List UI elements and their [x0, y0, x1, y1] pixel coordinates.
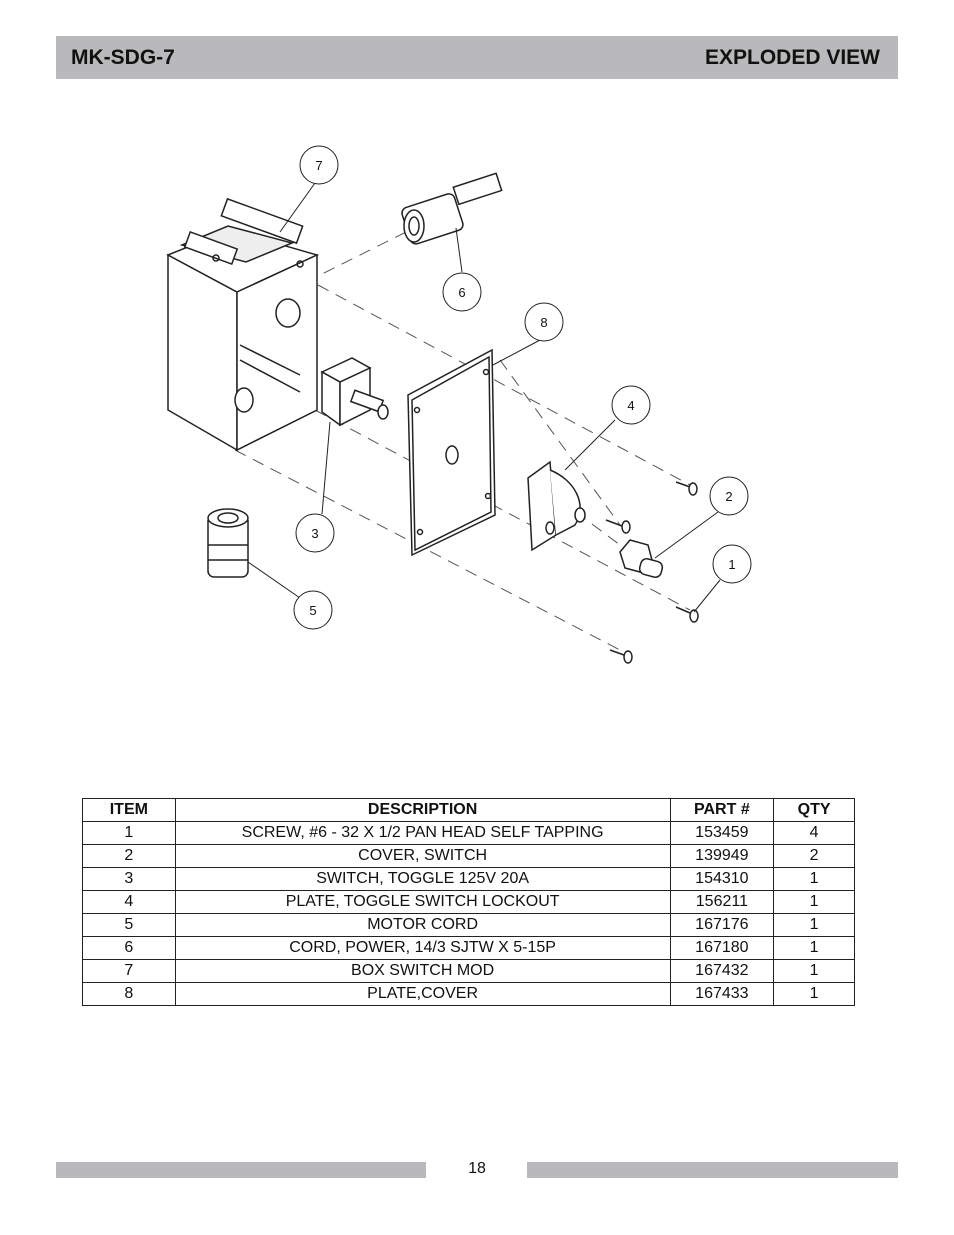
cell-part-number: 167180 — [669, 936, 775, 960]
cell-item: 5 — [82, 913, 176, 937]
box-switch-part — [166, 197, 320, 452]
table-header-row: ITEM DESCRIPTION PART # QTY — [82, 798, 855, 822]
cell-description: SWITCH, TOGGLE 125V 20A — [174, 867, 671, 891]
cover-plate-part — [407, 348, 496, 557]
cell-qty: 4 — [773, 821, 855, 845]
screws-part — [605, 481, 699, 664]
cell-description: PLATE, TOGGLE SWITCH LOCKOUT — [174, 890, 671, 914]
cell-qty: 2 — [773, 844, 855, 868]
cell-item: 6 — [82, 936, 176, 960]
callout-1: 1 — [712, 544, 752, 584]
svg-text:4: 4 — [627, 398, 634, 413]
footer-bar-left — [56, 1162, 426, 1178]
svg-text:6: 6 — [458, 285, 465, 300]
cell-part-number: 154310 — [669, 867, 775, 891]
cell-item: 2 — [82, 844, 176, 868]
cell-item: 7 — [82, 959, 176, 983]
table-row: 8 PLATE,COVER 167433 1 — [82, 982, 855, 1006]
table-row: 2 COVER, SWITCH 139949 2 — [82, 844, 855, 868]
cell-item: 8 — [82, 982, 176, 1006]
lockout-plate-part — [527, 460, 586, 552]
callout-2: 2 — [709, 476, 749, 516]
motor-cord-connector-part — [207, 508, 249, 578]
header-qty: QTY — [773, 798, 855, 822]
cell-item: 1 — [82, 821, 176, 845]
table-row: 7 BOX SWITCH MOD 167432 1 — [82, 959, 855, 983]
cell-description: PLATE,COVER — [174, 982, 671, 1006]
cell-part-number: 153459 — [669, 821, 775, 845]
cell-description: COVER, SWITCH — [174, 844, 671, 868]
svg-text:3: 3 — [311, 526, 318, 541]
exploded-view-diagram: 7 6 8 4 2 1 3 5 — [166, 145, 752, 664]
section-title: EXPLODED VIEW — [704, 46, 880, 69]
svg-text:2: 2 — [725, 489, 732, 504]
toggle-switch-part — [320, 357, 389, 427]
svg-text:5: 5 — [309, 603, 316, 618]
cell-part-number: 139949 — [669, 844, 775, 868]
switch-cover-part — [619, 539, 664, 578]
table-row: 3 SWITCH, TOGGLE 125V 20A 154310 1 — [82, 867, 855, 891]
cell-description: MOTOR CORD — [174, 913, 671, 937]
cell-qty: 1 — [773, 982, 855, 1006]
cell-part-number: 167433 — [669, 982, 775, 1006]
callout-8: 8 — [524, 302, 564, 342]
cell-description: SCREW, #6 - 32 X 1/2 PAN HEAD SELF TAPPI… — [174, 821, 671, 845]
cell-part-number: 167176 — [669, 913, 775, 937]
page-header: MK-SDG-7 EXPLODED VIEW — [56, 36, 898, 79]
header-description: DESCRIPTION — [174, 798, 671, 822]
table-row: 6 CORD, POWER, 14/3 SJTW X 5-15P 167180 … — [82, 936, 855, 960]
table-row: 1 SCREW, #6 - 32 X 1/2 PAN HEAD SELF TAP… — [82, 821, 855, 845]
footer-bar-right — [527, 1162, 898, 1178]
header-item: ITEM — [82, 798, 176, 822]
callout-6: 6 — [442, 272, 482, 312]
cell-qty: 1 — [773, 867, 855, 891]
table-row: 5 MOTOR CORD 167176 1 — [82, 913, 855, 937]
svg-text:8: 8 — [540, 315, 547, 330]
callout-3: 3 — [295, 513, 335, 553]
power-cord-connector-part — [401, 172, 503, 245]
model-title: MK-SDG-7 — [71, 46, 175, 69]
table-row: 4 PLATE, TOGGLE SWITCH LOCKOUT 156211 1 — [82, 890, 855, 914]
cell-qty: 1 — [773, 959, 855, 983]
svg-text:7: 7 — [315, 158, 322, 173]
page-number: 18 — [468, 1160, 486, 1177]
cell-description: BOX SWITCH MOD — [174, 959, 671, 983]
cell-part-number: 167432 — [669, 959, 775, 983]
cell-item: 4 — [82, 890, 176, 914]
cell-item: 3 — [82, 867, 176, 891]
cell-qty: 1 — [773, 890, 855, 914]
cell-description: CORD, POWER, 14/3 SJTW X 5-15P — [174, 936, 671, 960]
cell-qty: 1 — [773, 936, 855, 960]
callout-4: 4 — [611, 385, 651, 425]
callout-7: 7 — [299, 145, 339, 185]
parts-table: ITEM DESCRIPTION PART # QTY 1 SCREW, #6 … — [82, 798, 855, 1006]
callout-5: 5 — [293, 590, 333, 630]
header-part-number: PART # — [669, 798, 775, 822]
cell-part-number: 156211 — [669, 890, 775, 914]
svg-text:1: 1 — [728, 557, 735, 572]
cell-qty: 1 — [773, 913, 855, 937]
